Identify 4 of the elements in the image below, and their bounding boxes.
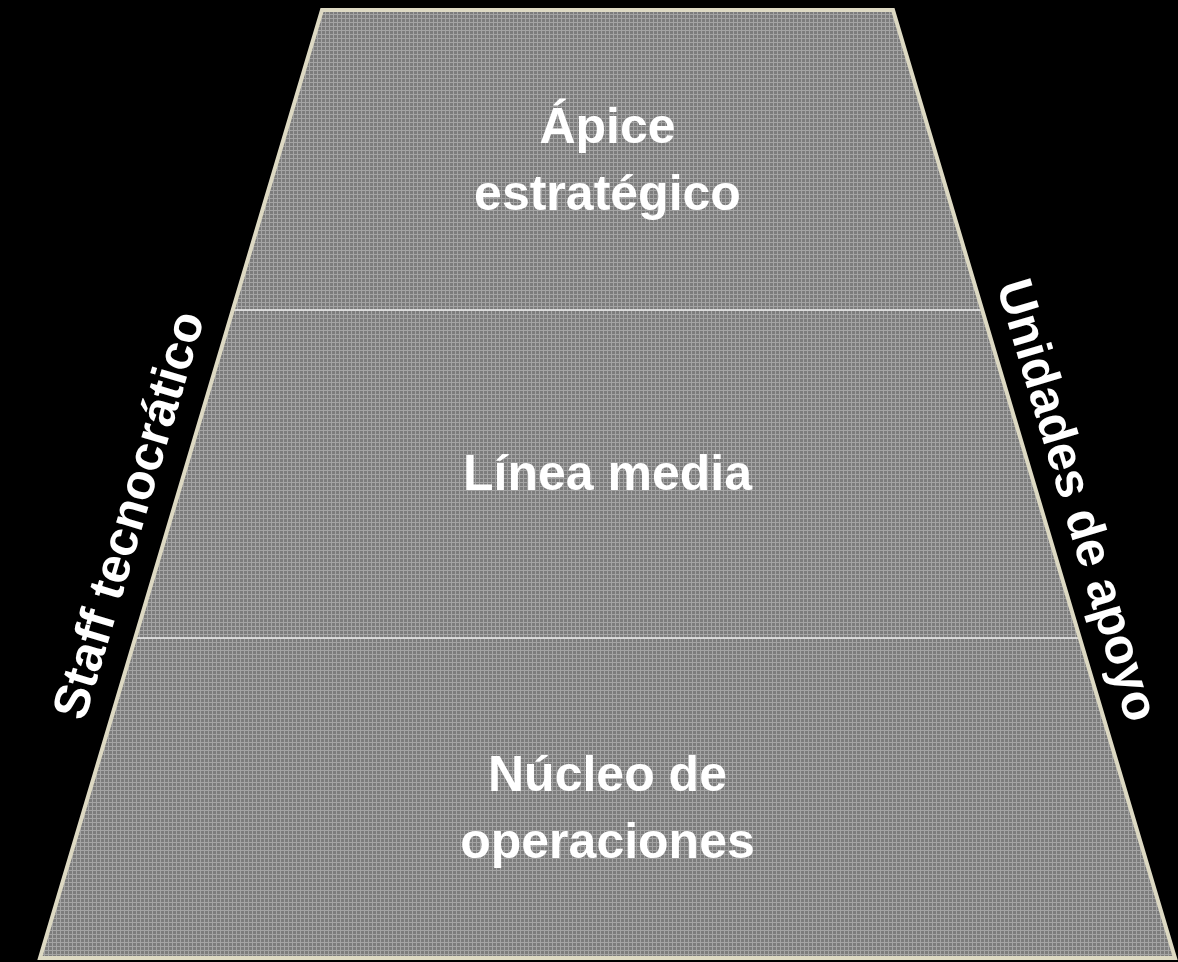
layer-label: Núcleo de operaciones [459,744,756,871]
side-label: Unidades de apoyo [985,272,1172,728]
layer-label: Línea media [462,444,754,503]
layer-label: Ápice estratégico [473,96,742,223]
